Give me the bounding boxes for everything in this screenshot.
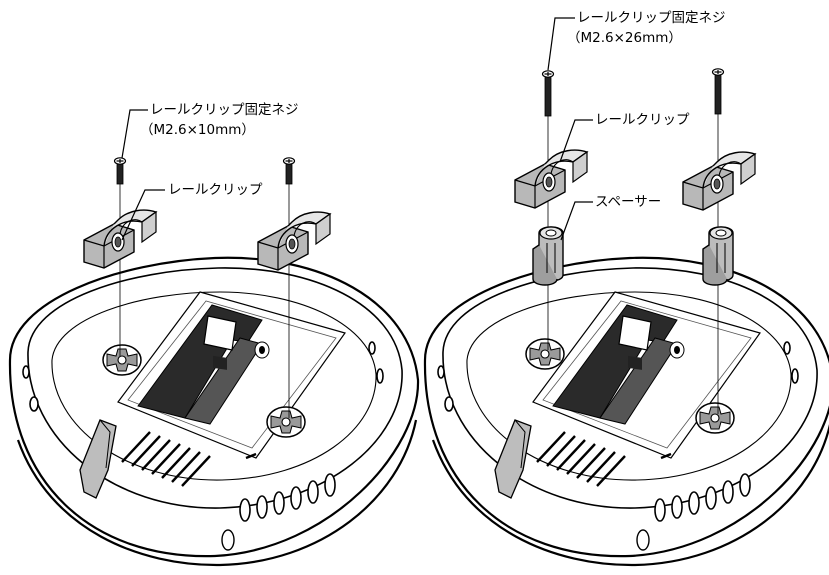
screw-long-a xyxy=(541,70,555,117)
left-panel: レールクリップ固定ネジ （M2.6×10mm） レールクリップ xyxy=(8,102,420,567)
mount-hole-left-a xyxy=(102,344,142,376)
screw-label-line2: （M2.6×26mm） xyxy=(567,30,682,46)
access-point-left xyxy=(8,256,420,567)
spacer-label: スペーサー xyxy=(595,194,661,210)
rail-clip-right-b xyxy=(682,151,756,211)
right-panel: レールクリップ固定ネジ （M2.6×26mm） レールクリップ スペーサー xyxy=(423,10,829,567)
spacer-b xyxy=(702,226,734,286)
mount-hole-right-b xyxy=(695,402,735,434)
screw-label-line1: レールクリップ固定ネジ xyxy=(150,102,299,118)
rail-clip-left-a xyxy=(83,209,157,269)
mount-hole-left-b xyxy=(266,406,306,438)
mount-hole-right-a xyxy=(525,338,565,370)
leader-screw-left xyxy=(121,109,148,159)
clip-label: レールクリップ xyxy=(168,182,263,198)
leader-clip-left xyxy=(121,189,165,241)
screw-short-b xyxy=(282,157,296,185)
screw-long-b xyxy=(711,68,725,115)
leader-spacer-right xyxy=(560,201,593,241)
clip-label: レールクリップ xyxy=(595,112,690,128)
rail-clip-left-b xyxy=(257,211,331,271)
leader-clip-right xyxy=(559,119,593,163)
rail-clip-right-a xyxy=(514,149,588,209)
screw-short-a xyxy=(113,157,127,185)
screw-label-line2: （M2.6×10mm） xyxy=(140,122,255,138)
spacer-a xyxy=(532,226,564,286)
access-point-right xyxy=(423,256,829,567)
leader-screw-right xyxy=(547,17,575,71)
screw-label-line1: レールクリップ固定ネジ xyxy=(577,10,726,26)
